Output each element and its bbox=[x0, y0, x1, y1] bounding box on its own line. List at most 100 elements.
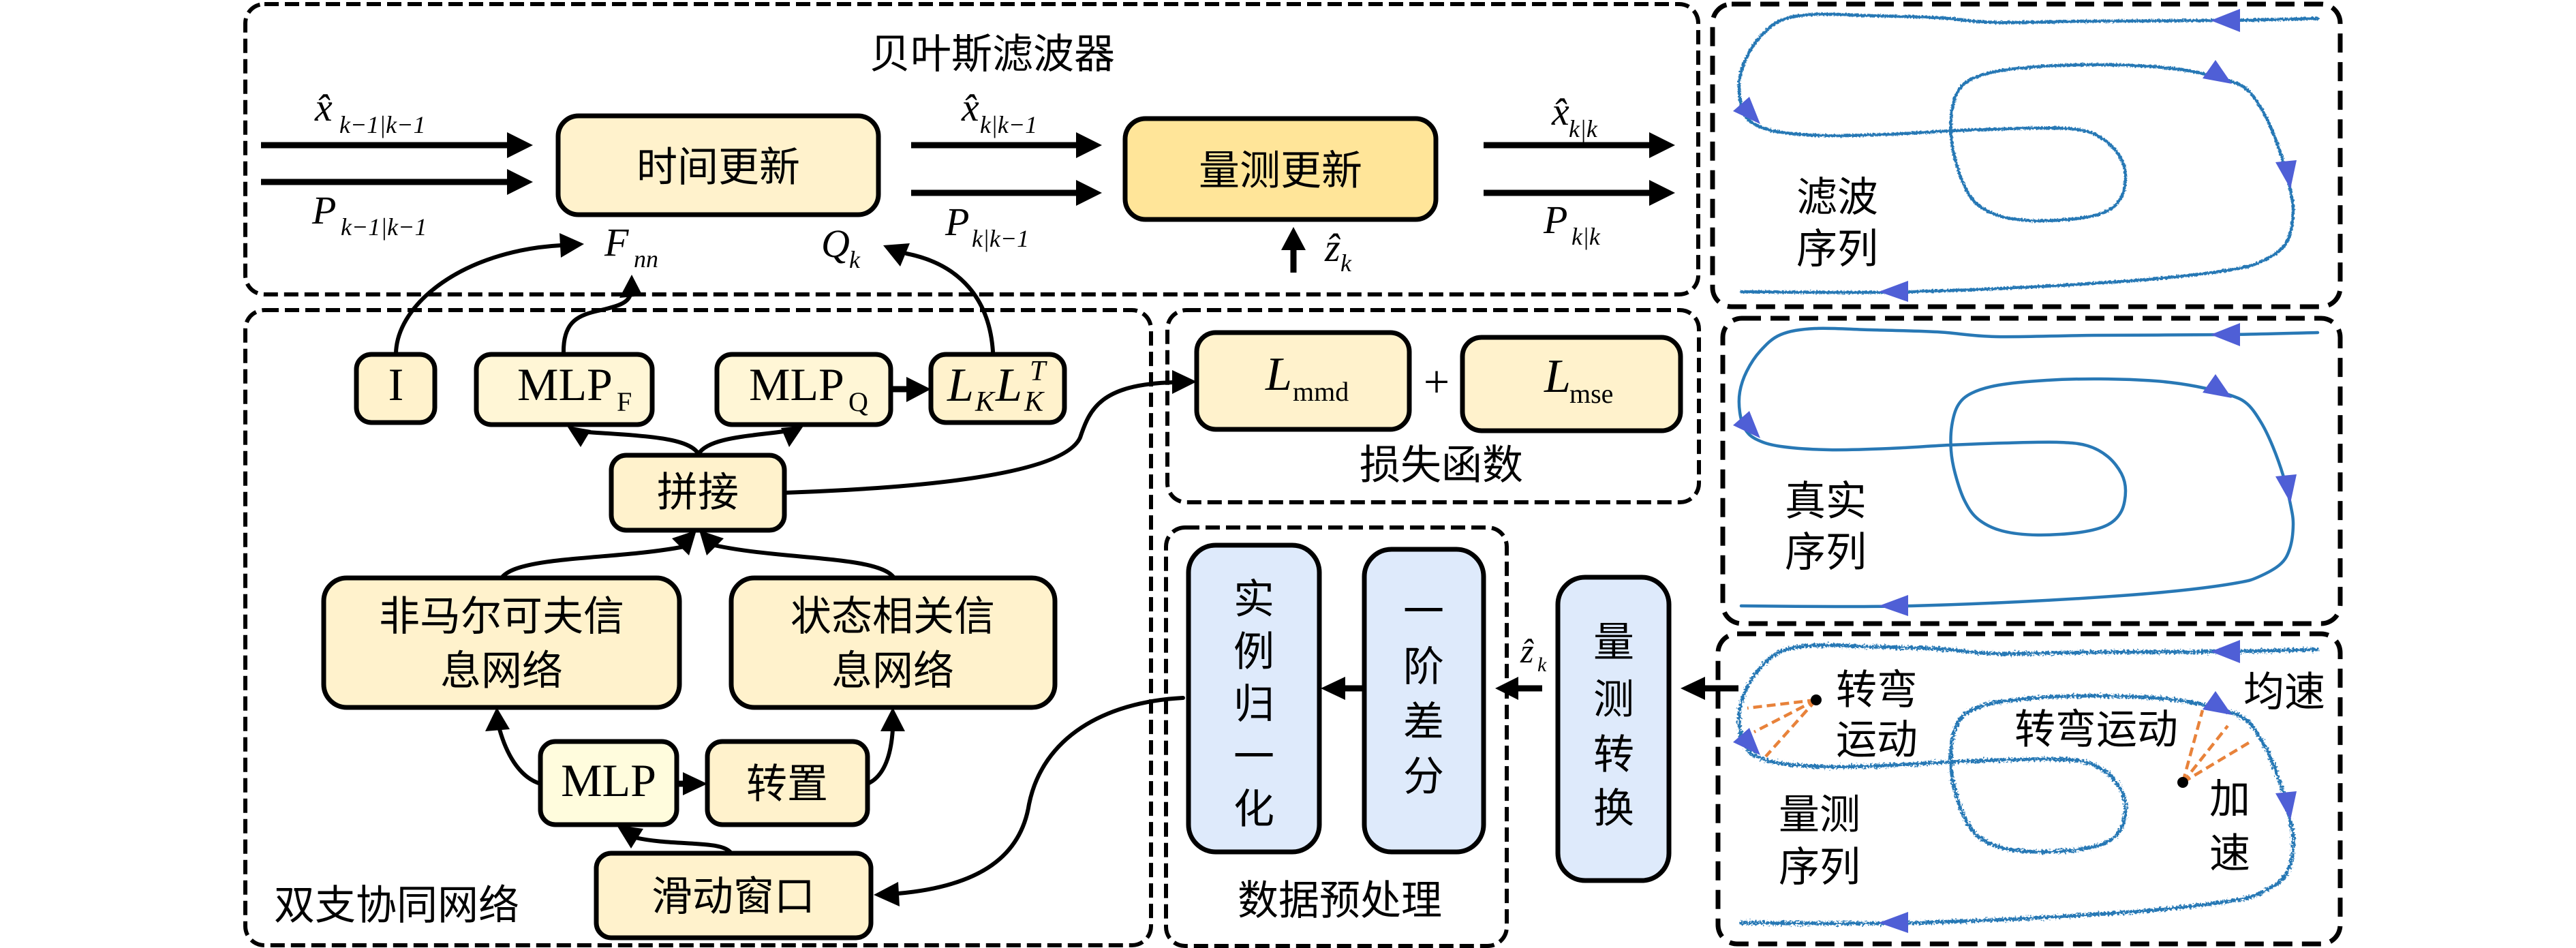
cholesky-transpose-superscript: T bbox=[1030, 356, 1047, 387]
cov-post-symbol: P bbox=[1543, 198, 1567, 242]
process-noise-subscript: k bbox=[849, 246, 861, 273]
turn-radius-line bbox=[2181, 709, 2205, 783]
state-correlation-to-concat-connector bbox=[712, 543, 896, 580]
loss-plus-operator: + bbox=[1424, 356, 1450, 408]
cholesky-box bbox=[928, 352, 1067, 425]
concat-to-mlp-f-connector bbox=[585, 430, 701, 456]
concat-to-mlp-q-arrowhead bbox=[781, 426, 803, 447]
process-noise-symbol: Q bbox=[821, 221, 850, 266]
mlp-f-text: MLP bbox=[517, 358, 613, 410]
measurement-update-box bbox=[1122, 116, 1439, 222]
converted-measurement-symbol: ẑ bbox=[1520, 632, 1534, 670]
mlp-to-transpose-arrowhead bbox=[683, 772, 707, 795]
mse-loss-symbol: L bbox=[1544, 350, 1571, 403]
non-markov-to-concat-arrowhead bbox=[672, 530, 696, 555]
mlp-f-to-transition-connector bbox=[561, 292, 632, 355]
loss-function-title: 损失函数 bbox=[1360, 443, 1523, 488]
concat-to-loss-arrowhead bbox=[1172, 370, 1197, 394]
true-sequence-frame bbox=[1720, 316, 2343, 626]
state-post-subscript: k|k bbox=[1569, 115, 1598, 142]
cholesky-factor-1: L bbox=[947, 359, 974, 412]
state-post-symbol: x̂ bbox=[1551, 89, 1569, 134]
cholesky-subscript-2: K bbox=[1024, 386, 1045, 418]
measurement-input-label: ẑk bbox=[1324, 226, 1352, 277]
mlp-f-to-transition-arrowhead bbox=[619, 275, 643, 298]
process-noise-label: Qk bbox=[821, 221, 861, 273]
concat-to-mlp-q-connector bbox=[696, 429, 786, 456]
filtered-sequence-panel: 滤波 序列 bbox=[1710, 1, 2343, 309]
mlp-q-to-cholesky-arrowhead bbox=[906, 377, 931, 402]
sliding-window-to-mlp-arrowhead bbox=[617, 825, 643, 848]
true-sequence-label-line1: 真实 bbox=[1785, 479, 1867, 524]
cov-prev-subscript: k−1|k−1 bbox=[341, 213, 427, 241]
true-sequence-label-line2: 序列 bbox=[1785, 530, 1867, 575]
turn-motion-label-left-line2: 运动 bbox=[1836, 718, 1918, 763]
transition-matrix-symbol: F bbox=[604, 220, 629, 264]
time-update-block: 时间更新 bbox=[555, 113, 881, 217]
measurement-input-arrowhead bbox=[1281, 227, 1306, 250]
instance-normalization-char: 实 bbox=[1233, 577, 1274, 622]
mmd-loss-label: Lmmd bbox=[1265, 348, 1349, 407]
cov-post-arrowhead bbox=[1649, 180, 1675, 206]
measurement-update-block: 量测更新 bbox=[1122, 116, 1439, 222]
first-order-difference-box bbox=[1362, 547, 1486, 855]
sliding-window-box bbox=[594, 851, 874, 941]
turn-motion-indicator-right bbox=[2177, 709, 2252, 788]
concat-to-loss-connector bbox=[782, 380, 1176, 495]
sliding-window-to-mlp-connector bbox=[633, 836, 733, 855]
mlp-to-non-markov-arrowhead bbox=[485, 707, 510, 731]
state-pred-symbol: x̂ bbox=[961, 85, 979, 129]
time-update-box bbox=[555, 113, 881, 217]
acceleration-label-line2: 速 bbox=[2209, 831, 2250, 876]
instance-normalization-char: 例 bbox=[1233, 630, 1274, 675]
cholesky-factor-2: L bbox=[995, 359, 1022, 412]
true-sequence-panel: 真实 序列 bbox=[1720, 316, 2343, 626]
instance-normalization-char: 化 bbox=[1233, 787, 1274, 832]
instance-normalization-box bbox=[1186, 542, 1322, 855]
cholesky-to-process-noise-arrowhead bbox=[883, 243, 910, 266]
first-order-difference-char: 一 bbox=[1403, 590, 1444, 634]
first-order-difference-char: 分 bbox=[1403, 754, 1444, 799]
non-markov-network-label-line2: 息网络 bbox=[440, 649, 563, 694]
state-correlation-network-label-line1: 状态相关信 bbox=[791, 594, 995, 639]
non-markov-to-concat-connector bbox=[500, 545, 686, 580]
state-prev-arrowhead bbox=[507, 132, 533, 158]
time-update-label: 时间更新 bbox=[637, 145, 800, 190]
bayes-filter-frame bbox=[243, 2, 1700, 296]
filtered-sequence-frame bbox=[1710, 1, 2343, 309]
cholesky-label: LKLKT bbox=[947, 356, 1047, 418]
dual-branch-network-frame bbox=[243, 308, 1153, 947]
turn-radius-line bbox=[1753, 699, 1818, 733]
turn-motion-label-center: 转弯运动 bbox=[2014, 707, 2178, 752]
mlp-f-subscript: F bbox=[617, 386, 632, 417]
identity-to-transition-arrowhead bbox=[559, 233, 584, 258]
measured-sequence-label-line1: 量测 bbox=[1779, 793, 1860, 838]
concat-to-mlp-f-arrowhead bbox=[567, 426, 591, 447]
concat-label: 拼接 bbox=[657, 470, 739, 515]
transpose-to-state-correlation-connector bbox=[865, 727, 895, 786]
transpose-label: 转置 bbox=[746, 762, 828, 807]
mlp-to-non-markov-connector bbox=[497, 727, 542, 786]
turn-radius-line bbox=[2181, 740, 2252, 784]
measurement-conversion-box bbox=[1555, 575, 1672, 883]
sliding-window-label: 滑动窗口 bbox=[651, 874, 815, 919]
cov-pred-symbol: P bbox=[945, 200, 969, 244]
cov-post-subscript: k|k bbox=[1571, 223, 1601, 250]
transpose-to-state-correlation-arrowhead bbox=[880, 707, 905, 731]
state-prev-subscript: k−1|k−1 bbox=[339, 111, 425, 138]
measurement-conversion-char: 测 bbox=[1593, 677, 1634, 722]
filtered-sequence-label-line2: 序列 bbox=[1796, 227, 1878, 272]
first-order-difference-char: 差 bbox=[1403, 700, 1444, 745]
turn-motion-indicator-left bbox=[1747, 694, 1822, 758]
mmd-loss-box bbox=[1194, 330, 1412, 432]
converted-measurement-subscript: k bbox=[1537, 654, 1547, 676]
turn-radius-line bbox=[1764, 699, 1818, 758]
cholesky-to-process-noise-connector bbox=[904, 251, 995, 354]
first-order-difference-char: 阶 bbox=[1403, 645, 1444, 690]
cov-prev-symbol: P bbox=[311, 188, 336, 232]
state-correlation-network-label-line2: 息网络 bbox=[831, 649, 954, 694]
identity-label: I bbox=[388, 358, 404, 410]
